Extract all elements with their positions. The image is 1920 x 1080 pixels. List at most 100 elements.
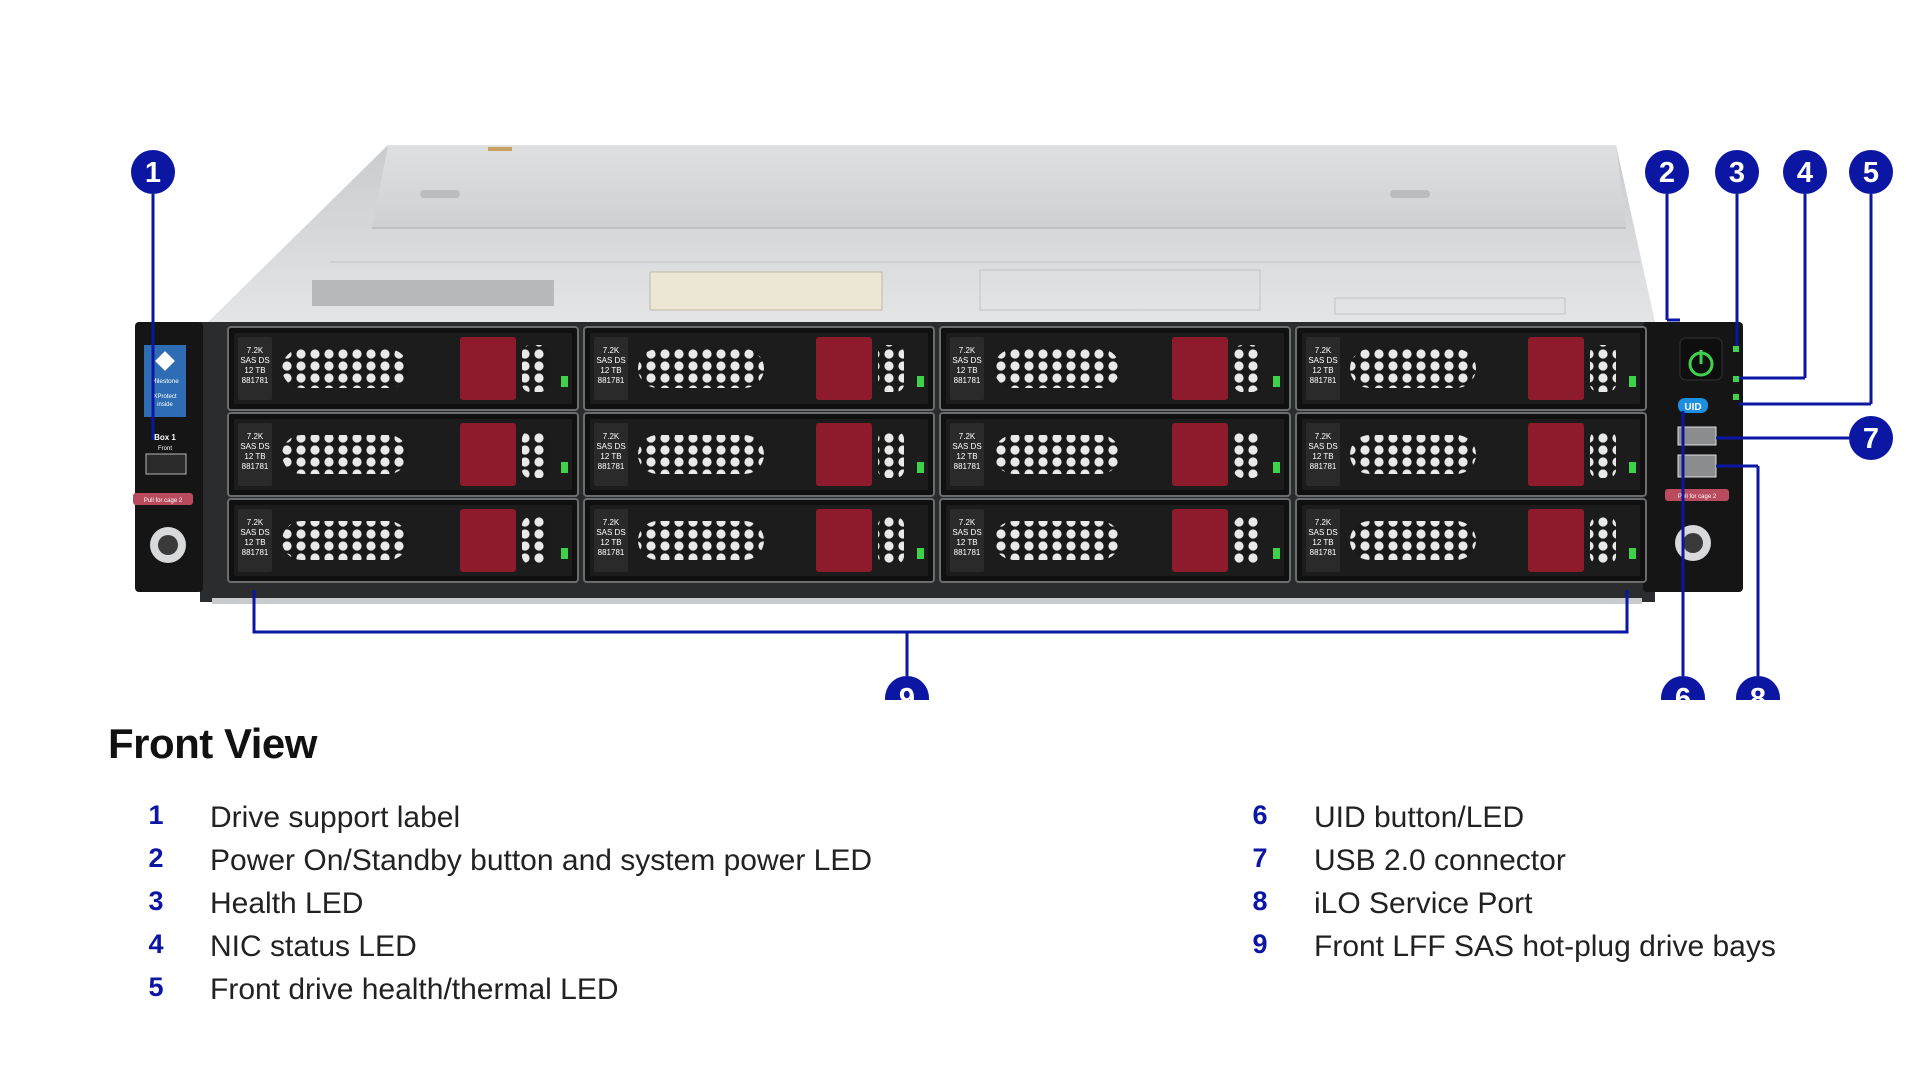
drive-label-text: SAS DS bbox=[952, 356, 981, 365]
pull-tab-left[interactable]: Pull for cage 2 bbox=[133, 493, 193, 505]
drive-vent-grille bbox=[282, 349, 408, 388]
drive-activity-led bbox=[1629, 548, 1636, 559]
callout-9: 9 bbox=[885, 676, 929, 700]
drive-release-latch[interactable] bbox=[460, 423, 516, 486]
drive-release-latch[interactable] bbox=[460, 337, 516, 400]
drive-label-text: 881781 bbox=[1310, 376, 1337, 385]
pull-tab-right[interactable]: Pull for cage 2 bbox=[1665, 489, 1729, 501]
drive-label-text: 12 TB bbox=[1312, 366, 1333, 375]
svg-text:8: 8 bbox=[1750, 683, 1766, 700]
drive-vent-grille bbox=[994, 349, 1120, 388]
drive-label-text: 12 TB bbox=[600, 452, 621, 461]
legend-number: 5 bbox=[148, 972, 164, 1002]
drive-label-text: 7.2K bbox=[1315, 432, 1332, 441]
drive-activity-led bbox=[1273, 462, 1280, 473]
drive-label-text: SAS DS bbox=[240, 528, 269, 537]
drive-activity-led bbox=[917, 548, 924, 559]
drive-release-latch[interactable] bbox=[1172, 337, 1228, 400]
drive-label-text: 12 TB bbox=[956, 538, 977, 547]
drive-release-latch[interactable] bbox=[1528, 509, 1584, 572]
drive-label-text: 7.2K bbox=[1315, 346, 1332, 355]
drive-label-text: 7.2K bbox=[959, 346, 976, 355]
legend-text: Front drive health/thermal LED bbox=[210, 973, 619, 1006]
legend-number: 8 bbox=[1252, 886, 1268, 916]
right-rack-ear: UID Pull for cage 2 bbox=[1643, 322, 1743, 592]
drive-release-latch[interactable] bbox=[460, 509, 516, 572]
drive-release-latch[interactable] bbox=[1172, 509, 1228, 572]
drive-release-latch[interactable] bbox=[816, 509, 872, 572]
vent-label bbox=[312, 280, 554, 306]
drive-label-text: 881781 bbox=[598, 462, 625, 471]
legend-text: USB 2.0 connector bbox=[1314, 844, 1566, 877]
legend-number: 2 bbox=[148, 843, 164, 873]
drive-vent-grille bbox=[994, 435, 1120, 474]
drive-vent-grille bbox=[638, 435, 764, 474]
drive-release-latch[interactable] bbox=[816, 423, 872, 486]
drive-label-text: 881781 bbox=[598, 548, 625, 557]
usb-port[interactable] bbox=[1677, 426, 1717, 446]
product-sub-text: inside bbox=[157, 402, 173, 408]
drive-vent-grille bbox=[282, 521, 408, 560]
nic-status-led bbox=[1733, 376, 1739, 382]
drive-label-text: 12 TB bbox=[956, 366, 977, 375]
drive-label-text: 7.2K bbox=[959, 518, 976, 527]
svg-text:3: 3 bbox=[1729, 157, 1745, 189]
drive-activity-led bbox=[1629, 462, 1636, 473]
drive-activity-led bbox=[1629, 376, 1636, 387]
drive-label-text: 881781 bbox=[242, 548, 269, 557]
svg-text:1: 1 bbox=[145, 157, 161, 189]
drive-label-text: 12 TB bbox=[244, 538, 265, 547]
legend-text: iLO Service Port bbox=[1314, 887, 1533, 920]
drive-label-text: SAS DS bbox=[1308, 528, 1337, 537]
drive-label-text: 881781 bbox=[242, 376, 269, 385]
drive-activity-led bbox=[561, 462, 568, 473]
drive-release-latch[interactable] bbox=[1528, 423, 1584, 486]
drive-release-latch[interactable] bbox=[816, 337, 872, 400]
page-title: Front View bbox=[108, 720, 317, 767]
product-text: XProtect bbox=[153, 394, 176, 400]
drive-vent-grille bbox=[638, 521, 764, 560]
legend-number: 3 bbox=[148, 886, 164, 916]
drive-label-text: 7.2K bbox=[603, 518, 620, 527]
box-text: Box 1 bbox=[154, 433, 176, 442]
drive-label-text: 12 TB bbox=[244, 366, 265, 375]
legend-number: 7 bbox=[1252, 843, 1268, 873]
left-rack-ear: Milestone XProtect inside Box 1 Front Pu… bbox=[133, 322, 203, 592]
drive-label-text: 12 TB bbox=[1312, 452, 1333, 461]
uid-label: UID bbox=[1684, 402, 1701, 413]
drive-release-latch[interactable] bbox=[1528, 337, 1584, 400]
pull-tab-left-label: Pull for cage 2 bbox=[144, 498, 183, 504]
drive-label-text: 12 TB bbox=[600, 366, 621, 375]
drive-label-text: SAS DS bbox=[596, 442, 625, 451]
drive-label-text: 7.2K bbox=[1315, 518, 1332, 527]
callout-1: 1 bbox=[131, 150, 175, 194]
drive-release-latch[interactable] bbox=[1172, 423, 1228, 486]
drive-label-text: SAS DS bbox=[596, 528, 625, 537]
callout-7: 7 bbox=[1849, 416, 1893, 460]
drive-label-text: 881781 bbox=[242, 462, 269, 471]
svg-text:2: 2 bbox=[1659, 157, 1675, 189]
pull-tab-right-label: Pull for cage 2 bbox=[1678, 494, 1717, 500]
drive-activity-led bbox=[1273, 376, 1280, 387]
svg-text:7: 7 bbox=[1863, 423, 1879, 455]
uid-button[interactable]: UID bbox=[1678, 398, 1708, 413]
power-button[interactable] bbox=[1688, 350, 1714, 377]
drive-activity-led bbox=[561, 376, 568, 387]
drive-activity-led bbox=[561, 548, 568, 559]
drive-activity-led bbox=[1273, 548, 1280, 559]
drive-label-text: 7.2K bbox=[603, 432, 620, 441]
drive-label-text: 7.2K bbox=[603, 346, 620, 355]
